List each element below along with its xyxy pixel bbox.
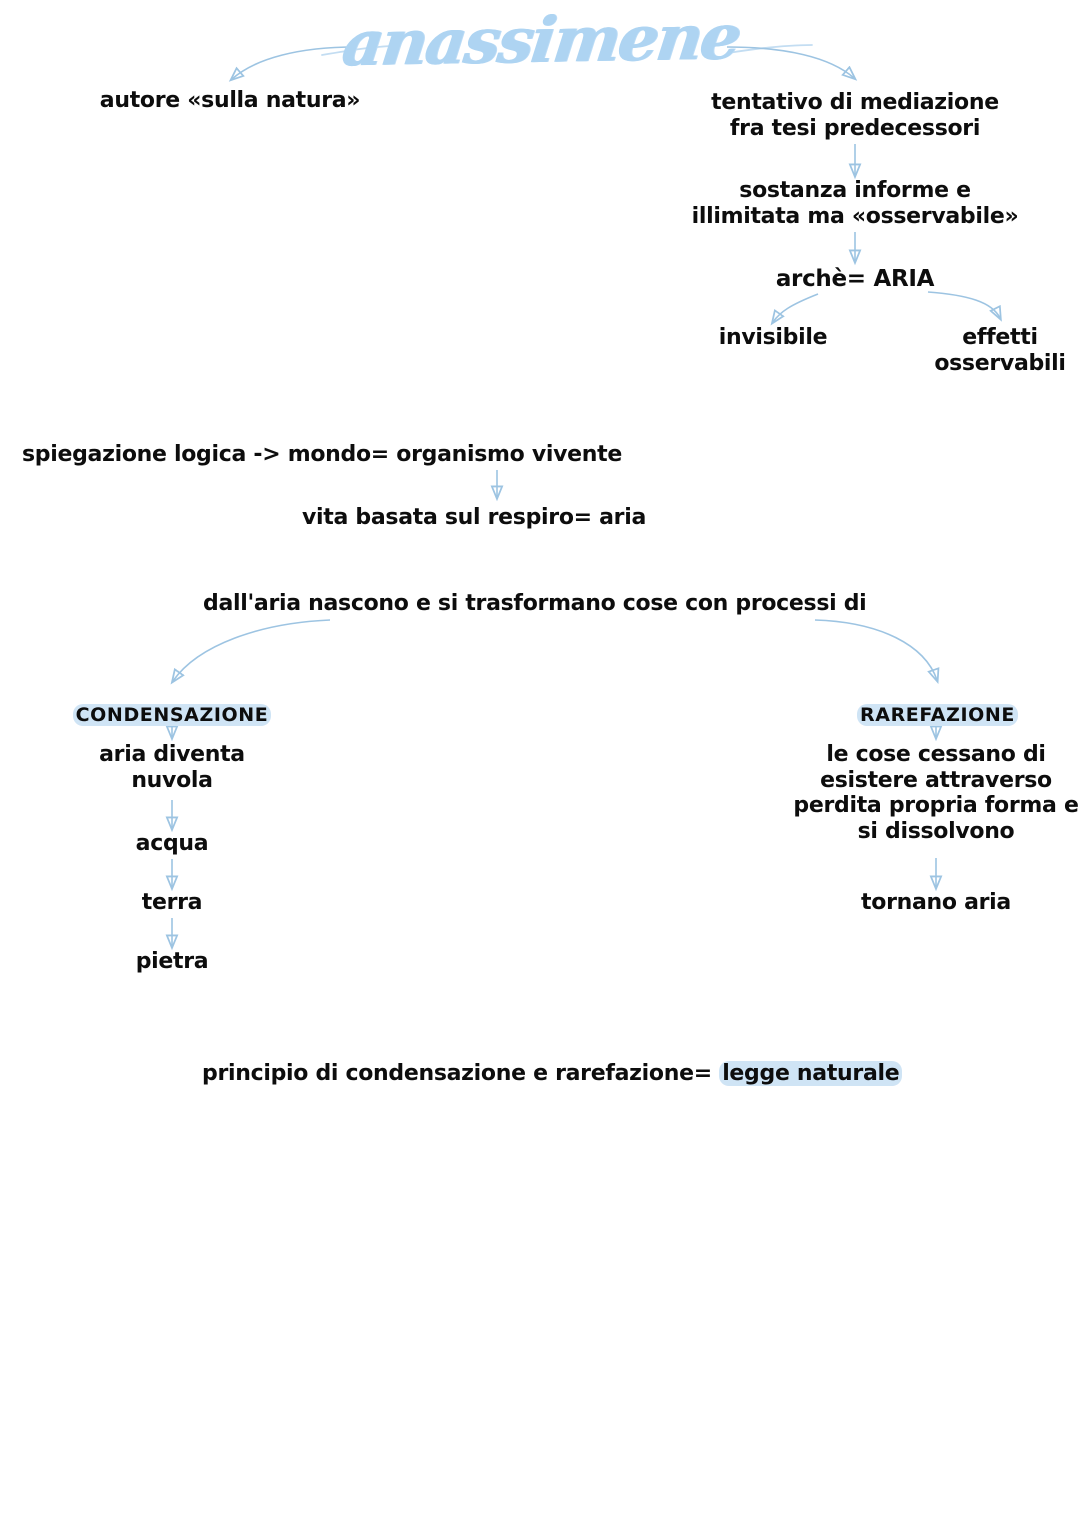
arrow-dallaria-to-rarefazione (814, 619, 937, 680)
node-tornano-aria: tornano aria (861, 890, 1011, 915)
node-tentativo-mediazione: tentativo di mediazione fra tesi predece… (711, 90, 999, 141)
node-condensazione: CONDENSAZIONE (37, 682, 307, 727)
principio-prefix: principio di condensazione e rarefazione… (202, 1060, 720, 1086)
node-invisibile: invisibile (718, 325, 828, 350)
page-title: anassimene (0, 0, 1080, 80)
node-effetti-osservabili: effetti osservabili (934, 325, 1066, 376)
node-principio-legge: principio di condensazione e rarefazione… (202, 1035, 1002, 1086)
node-pietra: pietra (135, 949, 209, 974)
node-dallaria-processi: dall'aria nascono e si trasformano cose … (203, 591, 867, 616)
node-autore: autore «sulla natura» (99, 88, 361, 113)
arrow-dallaria-to-condensazione (173, 619, 331, 681)
node-acqua: acqua (135, 831, 209, 856)
node-spiegazione-logica: spiegazione logica -> mondo= organismo v… (22, 442, 622, 467)
node-sostanza-informe: sostanza informe e illimitata ma «osserv… (691, 178, 1019, 229)
page-title-text: anassimene (337, 0, 743, 81)
node-arche-aria: archè= ARIA (775, 266, 935, 292)
arrow-arche-to-invisibile (773, 293, 819, 322)
rarefazione-label: RAREFAZIONE (857, 704, 1018, 727)
condensazione-label: CONDENSAZIONE (72, 704, 272, 727)
node-rarefazione: RAREFAZIONE (820, 682, 1055, 727)
legge-naturale-label: legge naturale (719, 1060, 903, 1086)
node-le-cose-cessano: le cose cessano di esistere attraverso p… (793, 742, 1079, 844)
node-vita-respiro: vita basata sul respiro= aria (302, 505, 647, 530)
node-terra: terra (141, 890, 203, 915)
arrow-arche-to-effetti (927, 291, 1000, 318)
node-aria-diventa-nuvola: aria diventa nuvola (99, 742, 245, 793)
